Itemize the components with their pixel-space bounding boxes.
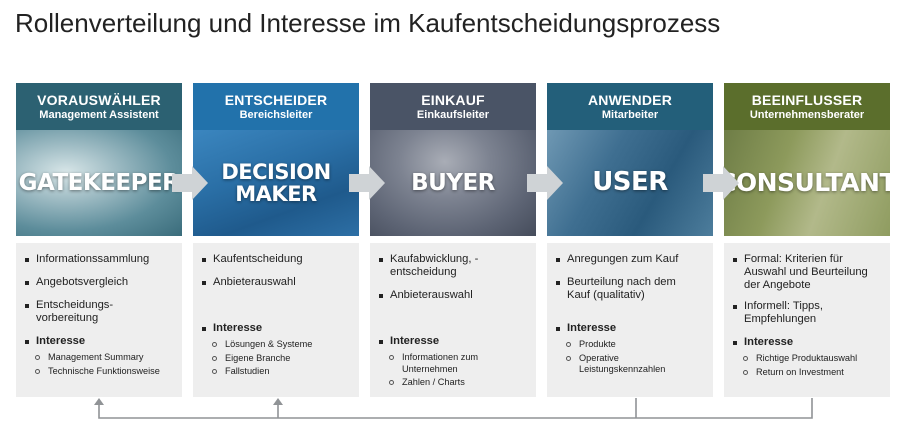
panel-beeinflusser: Formal: Kriterien für Auswahl und Beurte… <box>724 243 890 397</box>
interest-heading: Interesse <box>193 322 359 335</box>
interest-heading: Interesse <box>16 335 182 348</box>
task-item: Anbieterauswahl <box>193 276 359 289</box>
page-title: Rollenverteilung und Interesse im Kaufen… <box>15 8 721 38</box>
role-subtitle: Unternehmensberater <box>749 109 865 121</box>
task-item: Kaufentscheidung <box>193 253 359 266</box>
arrowhead-up-icon <box>273 398 283 405</box>
task-item: Entscheidungs-vorbereitung <box>16 299 122 325</box>
buyer-image: BUYER <box>370 130 536 236</box>
arrowhead-up-icon <box>94 398 104 405</box>
interest-item: Return on Investment <box>724 367 890 379</box>
gatekeeper-image: GATEKEEPER <box>16 130 182 236</box>
role-title: ENTSCHEIDER <box>224 92 328 108</box>
flow-arrow-icon <box>349 166 385 200</box>
interest-item: Lösungen & Systeme <box>193 339 359 351</box>
flow-arrow-icon <box>172 166 208 200</box>
task-item: Beurteilung nach dem Kauf (qualitativ) <box>547 276 693 302</box>
task-item: Kaufabwicklung, -entscheidung <box>370 253 496 279</box>
task-item: Angebotsvergleich <box>16 276 182 289</box>
role-subtitle: Bereichsleiter <box>239 109 313 121</box>
interest-item: Operative Leistungskennzahlen <box>547 353 685 376</box>
task-item: Anbieterauswahl <box>370 289 536 302</box>
interest-item: Produkte <box>547 339 713 351</box>
interest-item: Fallstudien <box>193 366 359 378</box>
image-label: GATEKEEPER <box>18 169 180 196</box>
role-subtitle: Einkaufsleiter <box>416 109 490 121</box>
interest-item: Zahlen / Charts <box>370 377 536 389</box>
task-item: Informationssammlung <box>16 253 182 266</box>
interest-item: Technische Funktionsweise <box>16 366 182 378</box>
flow-arrow-icon <box>527 166 563 200</box>
decision-maker-image: DECISION MAKER <box>193 130 359 236</box>
image-label: BUYER <box>411 169 495 196</box>
flow-arrow-icon <box>703 166 739 200</box>
feedback-line <box>98 398 813 419</box>
interest-item: Eigene Branche <box>193 353 359 365</box>
role-subtitle: Management Assistent <box>39 109 159 121</box>
image-label: DECISION MAKER <box>221 159 331 206</box>
panel-entscheider: Kaufentscheidung Anbieterauswahl Interes… <box>193 243 359 397</box>
panel-anwender: Anregungen zum Kauf Beurteilung nach dem… <box>547 243 713 397</box>
column-header-anwender: ANWENDER Mitarbeiter <box>547 83 713 130</box>
panel-vorauswaehler: Informationssammlung Angebotsvergleich E… <box>16 243 182 397</box>
interest-heading: Interesse <box>547 322 713 335</box>
task-item: Anregungen zum Kauf <box>547 253 713 266</box>
column-header-einkauf: EINKAUF Einkaufsleiter <box>370 83 536 130</box>
interest-item: Richtige Produktauswahl <box>724 353 890 365</box>
role-subtitle: Mitarbeiter <box>601 109 659 121</box>
task-item: Formal: Kriterien für Auswahl und Beurte… <box>724 253 880 292</box>
column-header-vorauswaehler: VORAUSWÄHLER Management Assistent <box>16 83 182 130</box>
role-title: ANWENDER <box>587 92 673 108</box>
interest-item: Management Summary <box>16 352 182 364</box>
role-title: VORAUSWÄHLER <box>37 92 161 108</box>
image-label: USER <box>592 167 668 198</box>
role-title: BEEINFLUSSER <box>751 92 863 108</box>
panel-einkauf: Kaufabwicklung, -entscheidung Anbieterau… <box>370 243 536 397</box>
interest-item: Informationen zum Unternehmen <box>370 352 503 375</box>
column-header-entscheider: ENTSCHEIDER Bereichsleiter <box>193 83 359 130</box>
image-label: CONSULTANT <box>724 167 890 197</box>
role-title: EINKAUF <box>421 92 485 108</box>
task-item: Informell: Tipps, Empfehlungen <box>724 300 860 326</box>
interest-heading: Interesse <box>724 336 890 349</box>
interest-heading: Interesse <box>370 335 536 348</box>
user-image: USER <box>547 130 713 236</box>
consultant-image: CONSULTANT <box>724 130 890 236</box>
column-header-beeinflusser: BEEINFLUSSER Unternehmensberater <box>724 83 890 130</box>
